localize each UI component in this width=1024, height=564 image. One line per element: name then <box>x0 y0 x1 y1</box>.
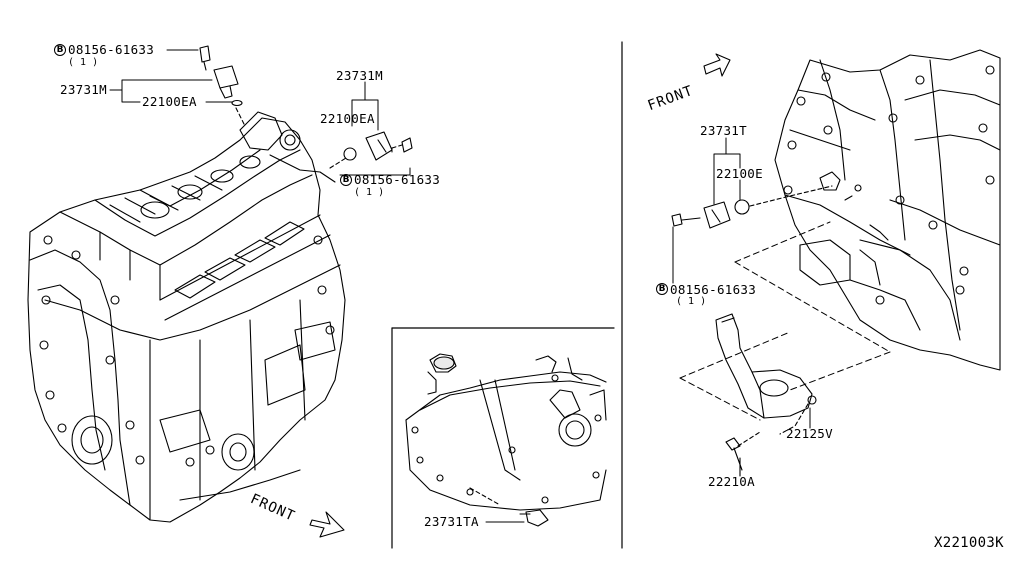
inset-frame <box>391 327 615 549</box>
leaders-right <box>672 137 741 284</box>
sensor-right-illustration <box>671 185 833 229</box>
bolt-symbol: B <box>340 174 352 186</box>
cover-illustration <box>715 313 817 435</box>
part-label-bolt-mid: 08156-61633 <box>354 172 441 187</box>
part-label-sensor-inset: 23731TA <box>424 514 479 529</box>
part-label-oring-mid: 22100EA <box>320 111 375 126</box>
bolt-cover-illustration <box>725 431 761 477</box>
part-label-sensor-top-left: 23731M <box>60 82 107 97</box>
transmission-illustration <box>405 353 607 527</box>
qty-label-bolt-top-left: ( 1 ) <box>68 57 99 68</box>
qty-label-bolt-right: ( 1 ) <box>676 296 707 307</box>
front-arrow-left <box>309 511 345 538</box>
part-label-cover-right: 22125V <box>786 426 833 441</box>
part-label-bolt-top-left: 08156-61633 <box>68 42 155 57</box>
part-label-oring-top-left: 22100EA <box>142 94 197 109</box>
assembly-dashed-outline <box>679 221 891 421</box>
sensor-mid-illustration <box>329 131 413 169</box>
bolt-symbol: B <box>54 44 66 56</box>
part-label-sensor-mid: 23731M <box>336 68 383 83</box>
part-label-oring-right: 22100E <box>716 166 763 181</box>
front-arrow-right <box>703 53 731 77</box>
part-label-sensor-right: 23731T <box>700 123 747 138</box>
sensor-top-left-illustration <box>199 45 245 125</box>
part-label-bolt-cover-right: 22210A <box>708 474 755 489</box>
qty-label-bolt-mid: ( 1 ) <box>354 187 385 198</box>
diagram-id: X221003K <box>934 535 1004 551</box>
part-label-bolt-right: 08156-61633 <box>670 282 757 297</box>
bolt-symbol: B <box>656 283 668 295</box>
leaders-top-left <box>109 49 411 176</box>
engine-block-illustration <box>27 111 346 523</box>
engine-closeup-illustration <box>774 49 1001 371</box>
